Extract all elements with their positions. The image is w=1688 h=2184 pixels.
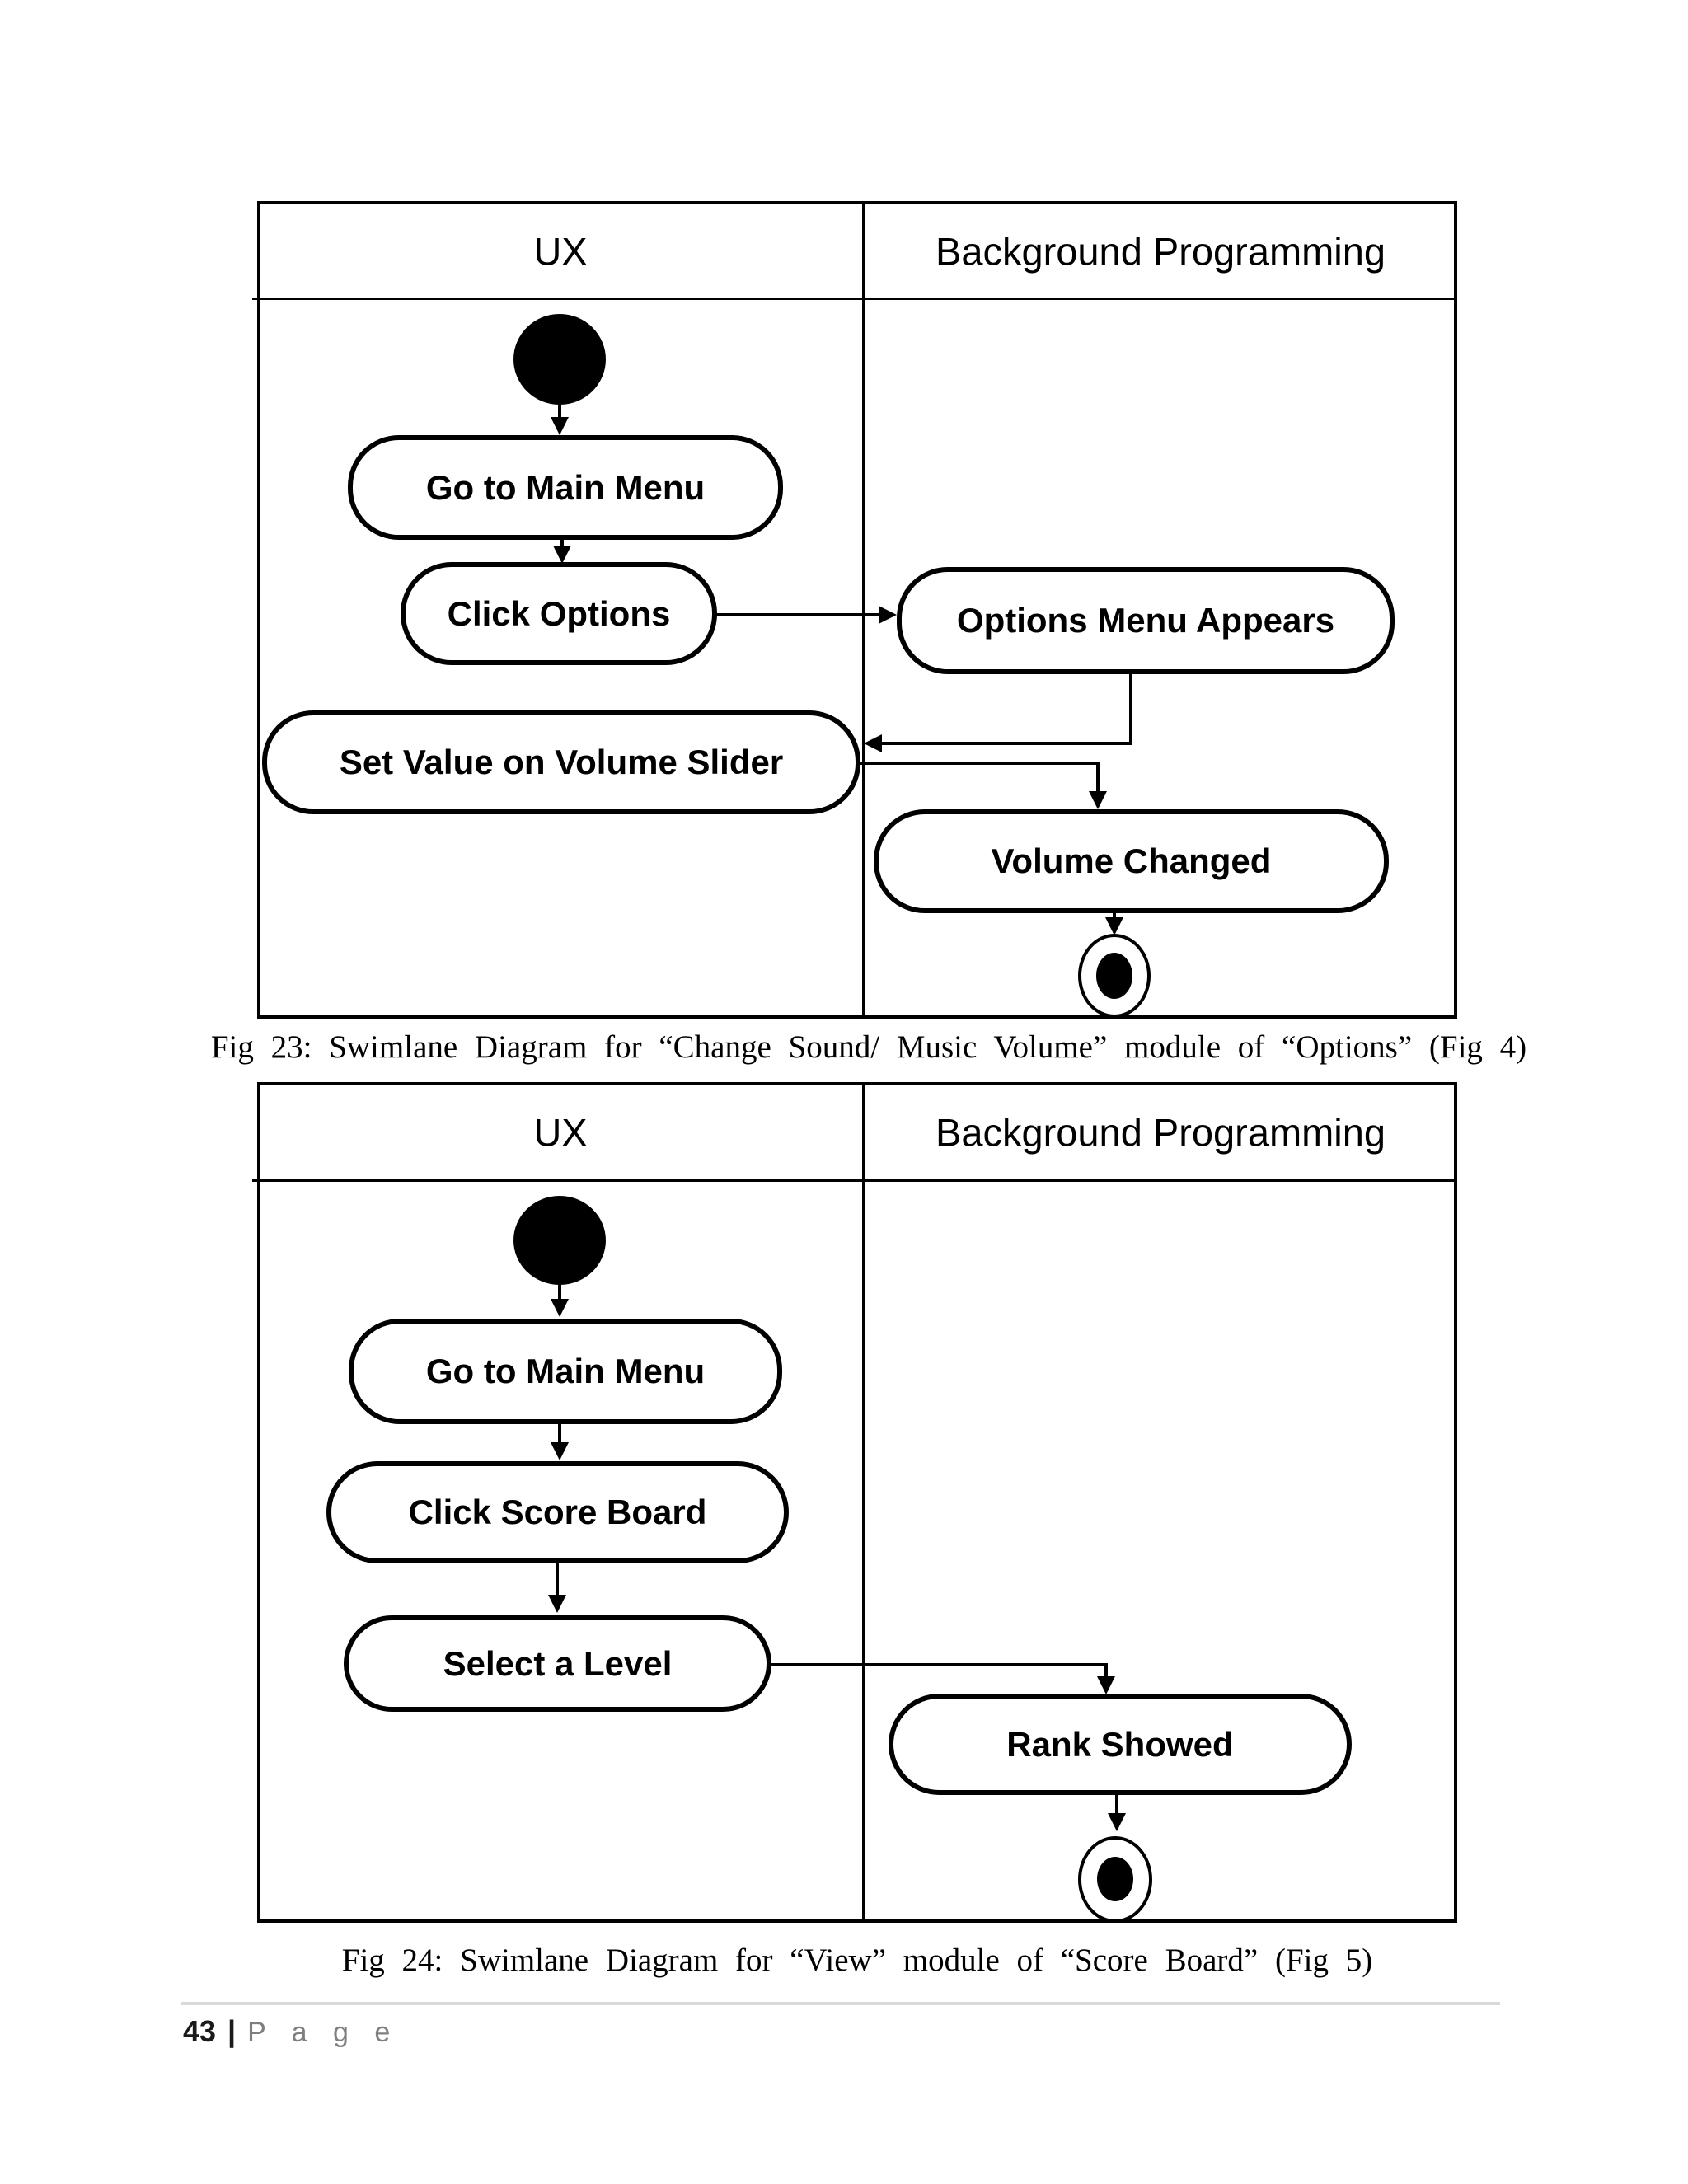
arrow-line [556, 1563, 559, 1596]
footer-separator-rule [181, 2002, 1500, 2005]
activity-label: Select a Level [443, 1643, 673, 1683]
connector-line [1096, 762, 1100, 793]
end-node-core [1096, 953, 1132, 999]
activity-options-menu-appears: Options Menu Appears [897, 567, 1395, 674]
footer-page-word: P a g e [247, 2017, 400, 2048]
fig24-lane-header-background-programming: Background Programming [935, 1110, 1386, 1155]
start-node [513, 314, 606, 405]
activity-label: Go to Main Menu [425, 1352, 706, 1390]
arrow-right-icon [879, 606, 897, 624]
footer-divider-bar: | [227, 2014, 237, 2048]
fig23-lane-divider [862, 201, 865, 1019]
connector-line [880, 742, 1132, 745]
page-footer: 43 | P a g e [183, 2014, 399, 2049]
activity-volume-changed: Volume Changed [874, 809, 1389, 913]
arrow-line [1115, 1795, 1118, 1815]
arrow-line [715, 613, 880, 616]
arrow-down-icon [548, 1595, 566, 1613]
arrow-down-icon [551, 1299, 569, 1317]
connector-line [1104, 1663, 1108, 1678]
fig24-lane-divider [862, 1082, 865, 1923]
activity-label: Click Score Board [408, 1493, 707, 1531]
arrow-down-icon [553, 546, 571, 564]
fig24-caption: Fig 24: Swimlane Diagram for “View” modu… [341, 1943, 1373, 1978]
fig24-header-underline [252, 1179, 1457, 1182]
connector-line [1129, 673, 1132, 745]
fig23-caption: Fig 23: Swimlane Diagram for “Change Sou… [210, 1029, 1527, 1065]
arrow-line [558, 403, 561, 419]
activity-label: Click Options [447, 593, 671, 633]
arrow-down-icon [1089, 791, 1107, 809]
fig24-lane-header-ux: UX [533, 1110, 588, 1155]
activity-label: Volume Changed [991, 841, 1272, 880]
activity-label: Set Value on Volume Slider [339, 743, 784, 781]
activity-label: Options Menu Appears [956, 601, 1335, 640]
arrow-down-icon [1108, 1813, 1126, 1831]
fig23-header-underline [252, 298, 1457, 300]
arrow-line [558, 1283, 561, 1301]
activity-click-options: Click Options [401, 562, 717, 665]
start-node [513, 1196, 606, 1285]
page-number: 43 [183, 2014, 217, 2048]
activity-rank-showed: Rank Showed [889, 1694, 1352, 1795]
arrow-left-icon [864, 734, 882, 752]
arrow-down-icon [551, 417, 569, 435]
arrow-line [560, 540, 564, 550]
arrow-down-icon [551, 1442, 569, 1460]
arrow-down-icon [1105, 917, 1123, 935]
fig23-lane-header-ux: UX [533, 229, 588, 274]
arrow-line [558, 1424, 561, 1444]
arrow-down-icon [1097, 1676, 1115, 1694]
end-node-core [1097, 1857, 1133, 1901]
end-node [1078, 1836, 1152, 1923]
activity-label: Rank Showed [1006, 1724, 1234, 1764]
connector-line [770, 1663, 1108, 1666]
activity-click-score-board: Click Score Board [326, 1461, 789, 1563]
activity-label: Go to Main Menu [425, 467, 706, 507]
activity-set-value-on-volume-slider: Set Value on Volume Slider [262, 710, 860, 814]
arrow-line [1113, 912, 1116, 921]
activity-go-to-main-menu: Go to Main Menu [348, 435, 783, 540]
activity-go-to-main-menu: Go to Main Menu [349, 1319, 782, 1424]
activity-select-a-level: Select a Level [344, 1615, 771, 1712]
connector-line [860, 762, 1100, 765]
fig23-lane-header-background-programming: Background Programming [935, 229, 1386, 274]
